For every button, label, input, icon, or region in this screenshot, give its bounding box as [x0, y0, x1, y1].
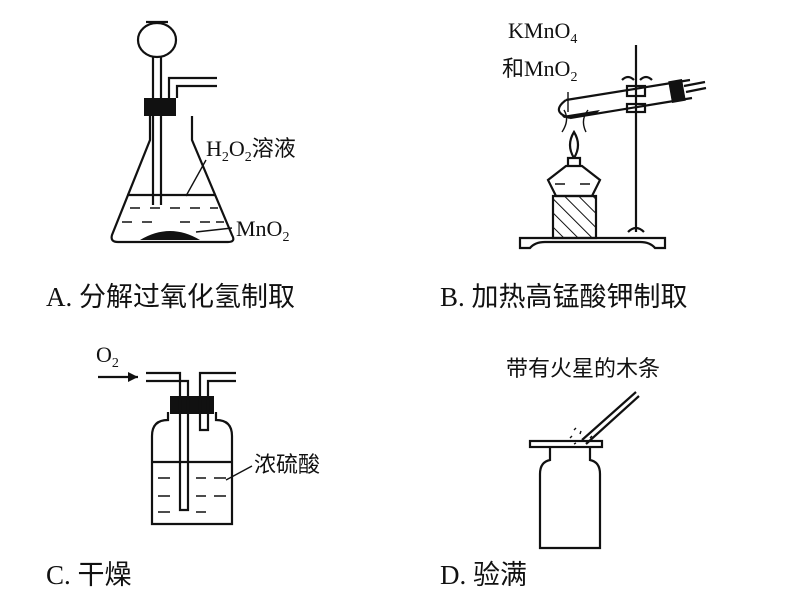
collecting-bottle	[538, 447, 602, 550]
alcohol-lamp	[546, 164, 602, 198]
gas-washing-bottle	[150, 412, 234, 526]
outlet-tube	[683, 80, 707, 94]
caption-c: C. 干燥	[46, 560, 132, 590]
clamp	[625, 84, 647, 98]
stand-base	[518, 236, 667, 250]
mno2-label-b: 和MnO2	[502, 56, 577, 85]
sulfuric-acid-label: 浓硫酸	[254, 452, 320, 477]
wooden-block	[551, 194, 598, 240]
flame	[568, 129, 580, 159]
h2o2-label: H2O2溶液	[206, 136, 296, 165]
panel-d-full-check	[528, 391, 640, 550]
mno2-solid	[140, 231, 200, 240]
glowing-splint	[581, 391, 640, 445]
funnel-bulb	[136, 21, 178, 59]
panel-b-heating-apparatus	[518, 45, 707, 250]
o2-label: O2	[96, 342, 119, 371]
panel-c-drying-bottle	[98, 371, 253, 526]
spark-dots	[569, 427, 593, 445]
reagent	[562, 110, 600, 118]
stopper	[144, 98, 176, 116]
delivery-tube	[167, 76, 217, 98]
mno2-label: MnO2	[236, 216, 289, 245]
splint-label: 带有火星的木条	[506, 356, 660, 381]
kmno4-label: KMnO4	[508, 18, 577, 47]
caption-a: A. 分解过氧化氢制取	[46, 282, 295, 312]
tube-stopper	[668, 78, 686, 104]
caption-b: B. 加热高锰酸钾制取	[440, 282, 688, 312]
panel-a-flask-apparatus	[110, 20, 235, 244]
conical-flask	[110, 116, 235, 244]
funnel-stem	[151, 56, 163, 205]
inlet-tube	[146, 371, 190, 512]
caption-d: D. 验满	[440, 560, 527, 590]
glass-plate	[528, 439, 604, 449]
outlet-tube-c	[198, 371, 236, 432]
